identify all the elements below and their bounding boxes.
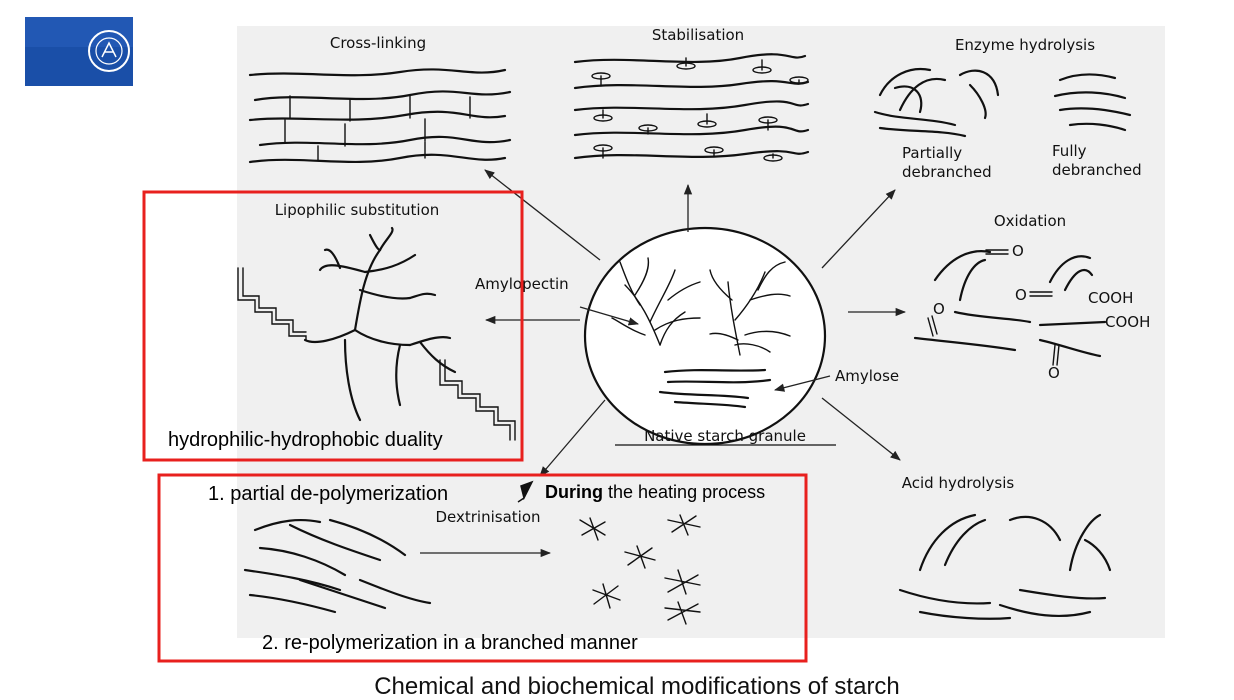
dextrinisation-group: Dextrinisation (243, 508, 701, 625)
lipophilic-substitution-label: Lipophilic substitution (275, 201, 440, 219)
amylose-label: Amylose (835, 367, 899, 385)
annotation-arrow-icon (517, 480, 534, 503)
stabilisation-group: Stabilisation (573, 26, 810, 162)
crosslinking-group: Cross-linking (248, 34, 512, 164)
figure-caption: Chemical and biochemical modifications o… (374, 673, 900, 700)
enzyme-hydrolysis-label: Enzyme hydrolysis (955, 36, 1095, 54)
acid-hydrolysis-label: Acid hydrolysis (902, 474, 1015, 492)
native-starch-granule: Amylopectin Amylose Native starch granul… (475, 226, 899, 446)
aldehyde-o-label: O (1012, 242, 1024, 260)
fully-label-2: debranched (1052, 161, 1142, 179)
stabilisation-label: Stabilisation (652, 26, 744, 44)
lipophilic-substitution-group: Lipophilic substitution (237, 201, 516, 441)
heating-rest: the heating process (603, 482, 765, 502)
enzyme-hydrolysis-group: Enzyme hydrolysis Partially debranched F… (873, 36, 1142, 181)
fully-label-1: Fully (1052, 142, 1087, 160)
oxidation-o-label-2: O (1015, 286, 1027, 304)
depolymerization-annotation: 1. partial de-polymerization (208, 483, 448, 505)
cooh-label-1: COOH (1088, 289, 1133, 307)
dextrinisation-highlight-box (157, 473, 808, 663)
cooh-label-2: COOH (1105, 313, 1150, 331)
heating-process-annotation: During the heating process (545, 482, 765, 502)
acid-hydrolysis-group: Acid hydrolysis (898, 474, 1112, 620)
oxidation-o-label-3: O (933, 300, 945, 318)
duality-annotation: hydrophilic-hydrophobic duality (168, 429, 443, 451)
repolymerization-annotation: 2. re-polymerization in a branched manne… (262, 632, 638, 654)
oxidation-group: Oxidation O O COOH COOH O O (913, 212, 1150, 382)
partially-label-1: Partially (902, 144, 962, 162)
crosslinking-label: Cross-linking (330, 34, 426, 52)
university-seal-icon (88, 30, 130, 72)
oxidation-label: Oxidation (994, 212, 1066, 230)
partially-label-2: debranched (902, 163, 992, 181)
oxidation-o-label-4: O (1048, 364, 1060, 382)
dextrinisation-label: Dextrinisation (435, 508, 540, 526)
lipophilic-highlight-box (142, 190, 524, 462)
during-bold: During (545, 482, 603, 502)
university-logo (25, 17, 133, 86)
native-starch-granule-label: Native starch granule (644, 427, 806, 445)
modification-arrows (484, 169, 907, 477)
